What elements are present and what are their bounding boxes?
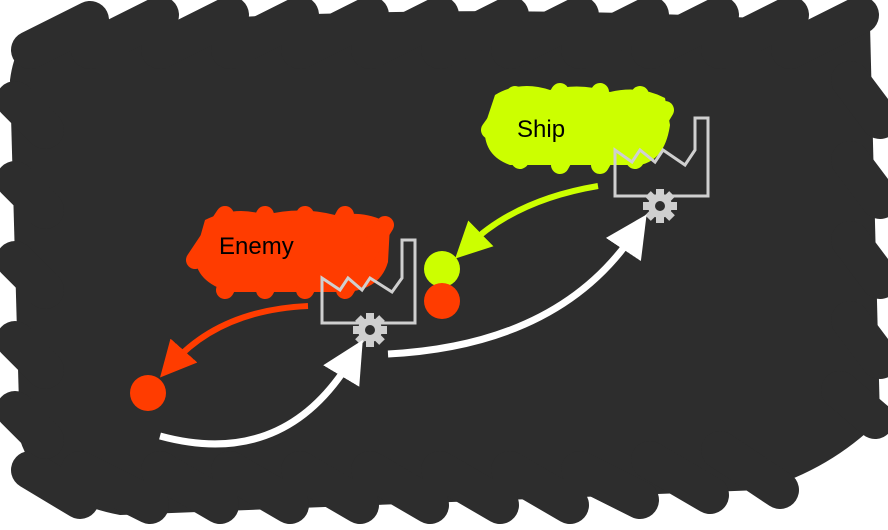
ship-label: Ship: [517, 116, 565, 143]
ship-label-group: Ship: [481, 83, 674, 174]
enemy-label: Enemy: [219, 233, 294, 260]
enemy-object-near: [424, 283, 460, 319]
enemy-label-group: Enemy: [186, 206, 394, 299]
ship-object: [424, 251, 460, 287]
ship-spawn-arrow: [455, 183, 599, 259]
gear-icon: [353, 313, 387, 347]
factory-icon: [320, 238, 417, 325]
flow-arrow-to-enemy-factory: [159, 339, 363, 448]
factory-icon: [613, 116, 710, 198]
enemy-spawn-arrow: [160, 303, 309, 378]
enemy-object-far: [130, 375, 166, 411]
gear-icon: [643, 189, 677, 223]
flow-arrow-to-ship-factory: [387, 214, 647, 358]
enemy-factory: [320, 238, 417, 347]
